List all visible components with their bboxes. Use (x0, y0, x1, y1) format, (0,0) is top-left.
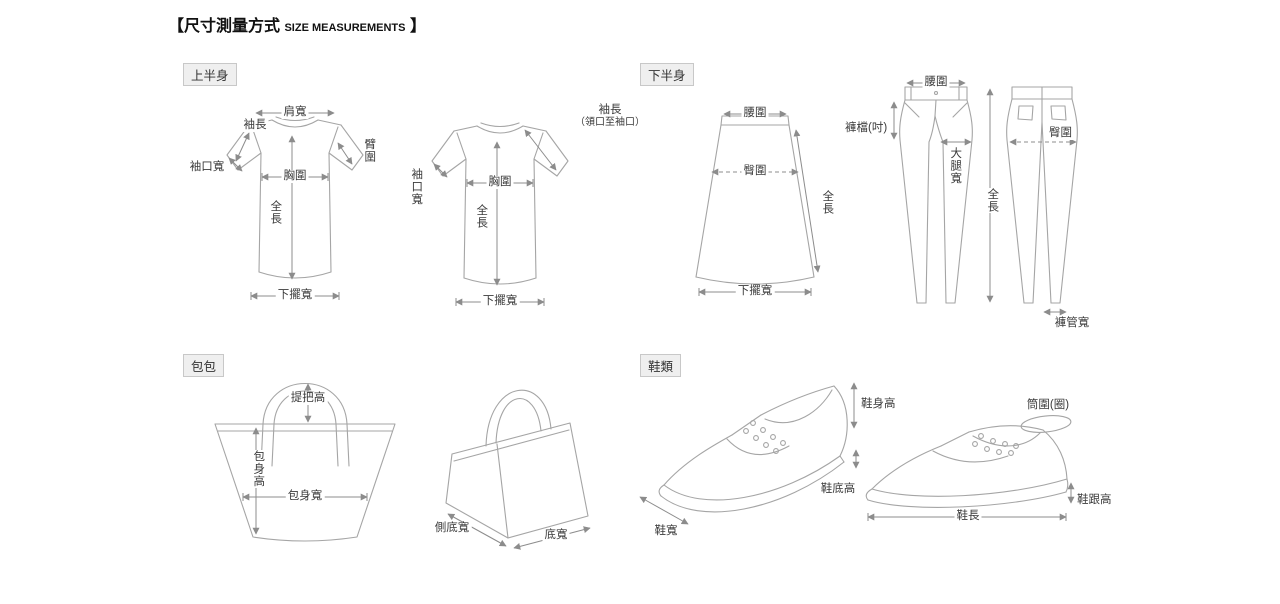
label-skirt-hem-width: 下擺寬 (735, 285, 775, 299)
pants-back-drawing (1006, 86, 1078, 304)
section-tag-bags: 包包 (183, 354, 225, 377)
title-cjk: 【尺寸測量方式 (168, 18, 281, 35)
label-tee2-full-length: 全長 (472, 204, 490, 229)
label-shoe-sole-height: 鞋底高 (818, 483, 858, 497)
label-shoe-length: 鞋長 (954, 510, 982, 524)
label-skirt-waist: 腰圍 (741, 107, 769, 121)
tshirt-2-measure-lines (433, 129, 557, 306)
tshirt-1-drawing (226, 116, 364, 279)
label-tee2-cuff-width: 袖口寬 (410, 168, 423, 206)
bag-perspective-drawing (445, 389, 589, 539)
label-bag-body-height: 包身高 (249, 450, 267, 488)
pants-front-drawing (899, 86, 973, 304)
bag-front-drawing (214, 382, 396, 542)
label-tee2-chest: 胸圍 (486, 176, 514, 190)
label-tee1-arm-circumference: 臂圍 (363, 138, 376, 163)
label-tee1-hem-width: 下擺寬 (275, 289, 315, 303)
skirt-measure-lines (698, 110, 821, 296)
label-skirt-full-length: 全長 (821, 190, 834, 215)
label-tee1-sleeve-length: 袖長 (241, 119, 269, 133)
label-bag-handle-height: 提把高 (288, 392, 328, 406)
label-bag-body-width: 包身寬 (285, 490, 325, 504)
page-title: 【尺寸測量方式 SIZE MEASUREMENTS 】 (168, 12, 426, 36)
label-pants-hip: 臀圍 (1047, 127, 1074, 141)
section-tag-shoes: 鞋類 (640, 354, 682, 377)
shoe-2-drawing (865, 415, 1072, 508)
section-tag-upper-body: 上半身 (183, 63, 237, 86)
label-pants-thigh-width: 大腿寬 (946, 147, 964, 185)
section-tag-lower-body: 下半身 (640, 63, 694, 86)
bag-measure-lines (242, 383, 591, 550)
label-tee1-full-length: 全長 (266, 200, 284, 225)
shoe-measure-lines (639, 382, 1075, 525)
skirt-drawing (695, 115, 815, 285)
label-tee1-chest: 胸圍 (281, 170, 309, 184)
label-pants-waist: 腰圍 (922, 76, 950, 90)
label-tee2-hem-width: 下擺寬 (480, 295, 520, 309)
label-tee1-cuff-width: 袖口寬 (189, 161, 225, 173)
label-tee2-sleeve-length-main: 袖長 (598, 104, 622, 116)
label-bag-bottom-width: 底寬 (542, 529, 570, 543)
label-tee2-sleeve-length: 袖長 （領口至袖口） (575, 104, 645, 129)
label-shoe-shaft-circumference: 筒圍(圈) (1024, 399, 1072, 413)
label-pants-crotch: 褲檔(吋) (845, 122, 888, 134)
title-close-bracket: 】 (409, 18, 426, 35)
label-shoe-heel-height: 鞋跟高 (1077, 494, 1112, 506)
label-shoe-body-height: 鞋身高 (861, 398, 896, 410)
title-english: SIZE MEASUREMENTS (284, 22, 406, 34)
tshirt-2-drawing (431, 122, 569, 285)
label-pants-full-length: 全長 (983, 188, 1001, 213)
label-bag-side-bottom-width: 側底寬 (432, 522, 472, 536)
label-tee1-shoulder-width: 肩寬 (281, 106, 309, 120)
label-skirt-hip: 臀圍 (741, 165, 769, 179)
label-shoe-width: 鞋寬 (652, 525, 680, 539)
label-pants-leg-opening: 褲管寬 (1054, 317, 1090, 329)
label-tee2-sleeve-length-note: （領口至袖口） (575, 117, 645, 129)
